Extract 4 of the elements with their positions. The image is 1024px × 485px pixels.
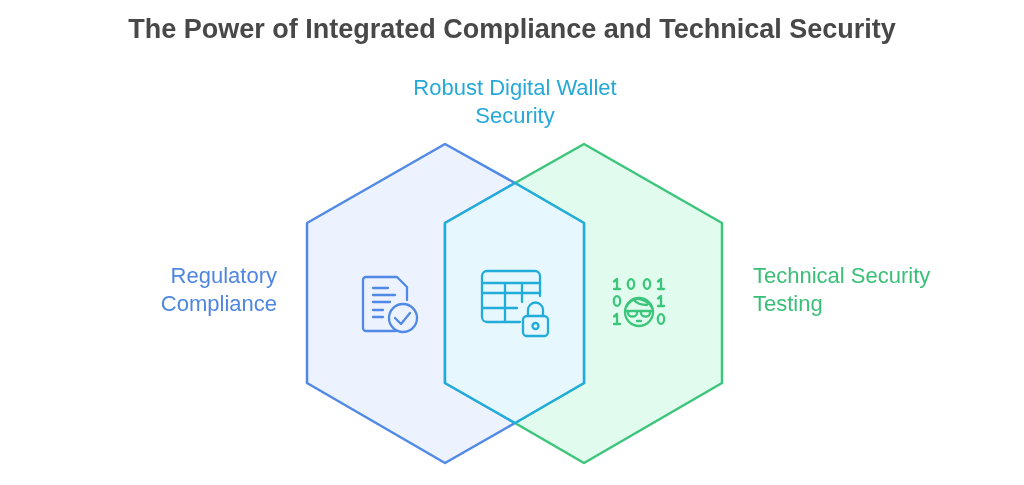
diagram-title: The Power of Integrated Compliance and Technical Security (127, 13, 897, 46)
node-label: Robust Digital Wallet Security (412, 74, 618, 130)
node-label: Technical Security Testing (753, 262, 932, 318)
node-label: Regulatory Compliance (159, 262, 277, 318)
